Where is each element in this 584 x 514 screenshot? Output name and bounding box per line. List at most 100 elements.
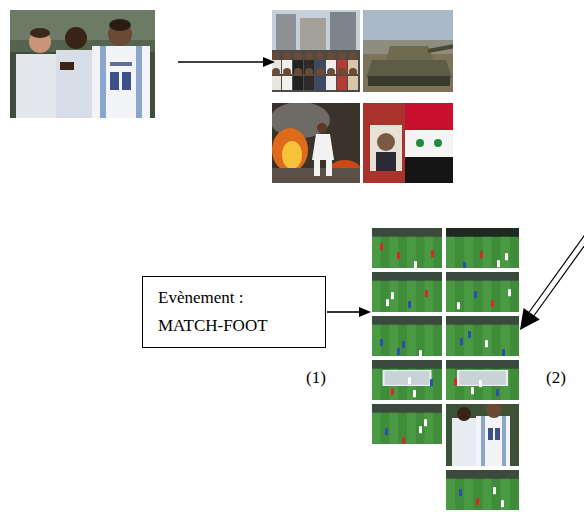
- tank-hull: [366, 60, 452, 78]
- crowd-photo: [272, 10, 360, 92]
- grass-stripe: [425, 413, 434, 444]
- player-dot: [496, 389, 499, 396]
- crowd-head: [349, 52, 357, 60]
- photo-shape: [272, 50, 360, 92]
- photo-shape: [446, 404, 519, 466]
- grass-stripe: [483, 281, 492, 312]
- grass-stripe: [446, 479, 455, 510]
- football-thumbnail: [446, 228, 519, 268]
- player-dot: [391, 388, 394, 395]
- player-dot: [497, 260, 500, 267]
- grass-stripe: [407, 325, 416, 356]
- photo-shape: [363, 103, 453, 183]
- flame: [282, 141, 302, 169]
- player-dot: [491, 300, 494, 307]
- player-dot: [430, 379, 433, 386]
- crowd-body: [304, 76, 314, 90]
- arrow-shaft: [178, 61, 263, 63]
- players-photo: [10, 10, 155, 118]
- player-dot: [419, 350, 422, 356]
- grass-stripe: [390, 413, 399, 444]
- crowd-head: [305, 68, 313, 76]
- grass-stripe: [446, 369, 455, 400]
- stands: [446, 360, 519, 369]
- player-head: [65, 27, 87, 49]
- shirt-stripe: [100, 46, 106, 118]
- portrait-face: [377, 133, 395, 151]
- arrow-head: [359, 307, 371, 317]
- player-dot: [468, 331, 471, 338]
- flag-star: [416, 139, 424, 147]
- photo-shape: [372, 272, 442, 312]
- flag-photo: [363, 103, 453, 183]
- photo-shape: [446, 316, 519, 356]
- player-dot: [476, 498, 479, 505]
- photo-shape: [272, 10, 360, 92]
- football-thumbnail: [372, 228, 442, 268]
- player-shirt: [476, 416, 510, 466]
- crowd-head: [316, 68, 324, 76]
- player-dot: [454, 378, 457, 385]
- player-dot: [474, 291, 477, 298]
- crowd-body: [315, 76, 325, 90]
- shirt-number: [488, 428, 493, 440]
- goal-net: [457, 370, 508, 386]
- player-dot: [397, 348, 400, 355]
- player-shirt: [56, 50, 96, 118]
- player-dot: [391, 292, 394, 299]
- grass-stripe: [372, 237, 381, 268]
- player-dot: [457, 302, 460, 309]
- football-thumbnail: [446, 272, 519, 312]
- player-dot: [459, 489, 462, 496]
- photo-shape: [372, 228, 442, 268]
- grass-stripe: [372, 281, 381, 312]
- shirt-print: [110, 62, 132, 66]
- crowd-head: [272, 52, 280, 60]
- grass-stripe: [483, 237, 492, 268]
- arrow-shaft: [327, 311, 359, 313]
- player-dot: [424, 419, 427, 426]
- crowd-head: [294, 68, 302, 76]
- person-head: [317, 123, 327, 133]
- stands: [446, 228, 519, 237]
- player-hair: [109, 19, 131, 31]
- football-thumbnail: [446, 316, 519, 356]
- player-dot: [505, 253, 508, 260]
- crowd-head: [349, 68, 357, 76]
- photo-shape: [372, 404, 442, 444]
- player-dot: [413, 390, 416, 397]
- stands: [446, 316, 519, 325]
- grass-stripe: [464, 325, 473, 356]
- photo-shape: [446, 228, 519, 268]
- player-dot: [508, 289, 511, 296]
- photo-shape: [446, 360, 519, 400]
- grass-stripe: [390, 237, 399, 268]
- player-dot: [479, 380, 482, 387]
- player-dot: [502, 349, 505, 356]
- stands: [372, 228, 442, 237]
- portrait-suit: [376, 152, 396, 171]
- grass-stripe: [425, 281, 434, 312]
- player-dot: [408, 301, 411, 308]
- callout-number: (2): [545, 368, 567, 388]
- player-dot: [460, 338, 463, 345]
- callout-number: (1): [305, 368, 327, 388]
- crowd-head: [272, 68, 280, 76]
- photo-shape: [276, 14, 296, 54]
- arrow-shaft: [529, 228, 584, 312]
- portrait-poster: [370, 125, 402, 171]
- player-dot: [480, 251, 483, 258]
- grass-stripe: [407, 281, 416, 312]
- player-dot: [397, 252, 400, 259]
- player-dot: [501, 500, 504, 507]
- player-dot: [385, 428, 388, 435]
- crowd-head: [283, 52, 291, 60]
- shirt-number: [495, 428, 500, 440]
- player-dot: [425, 290, 428, 297]
- football-thumbnail: [446, 360, 519, 400]
- football-thumbnail: [372, 360, 442, 400]
- crowd-body: [326, 76, 336, 90]
- crowd-head: [283, 68, 291, 76]
- stands: [446, 470, 519, 479]
